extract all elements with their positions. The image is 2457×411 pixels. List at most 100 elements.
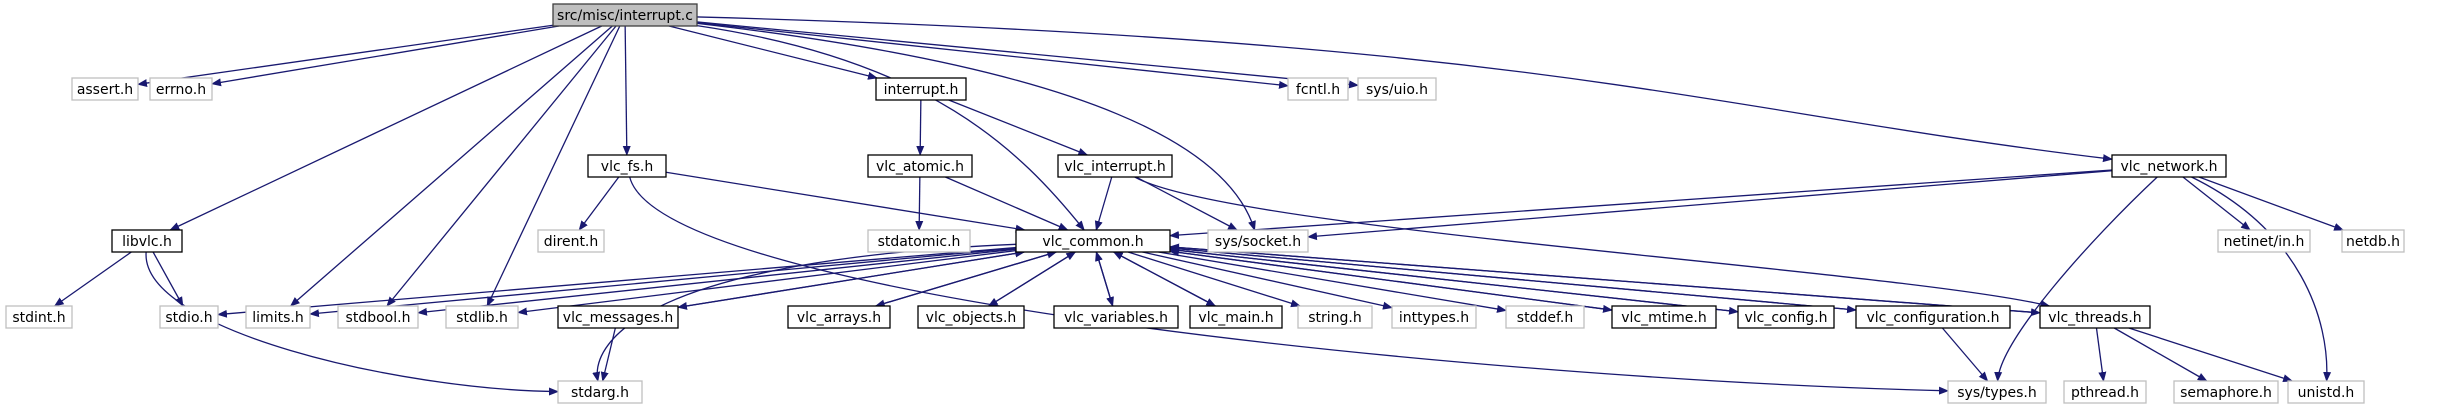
node-label: fcntl.h (1296, 82, 1340, 98)
edge-interrupt-c-to-fcntl-h (696, 22, 1289, 89)
node-stddef-h: stddef.h (1505, 305, 1585, 329)
node-box[interactable] (1057, 154, 1173, 178)
node-errno-h: errno.h (149, 77, 213, 101)
node-label: vlc_configuration.h (1866, 310, 1999, 326)
node-label: string.h (1308, 310, 1362, 326)
node-box[interactable] (917, 305, 1025, 329)
node-vlc-interrupt-h[interactable]: vlc_interrupt.h (1057, 154, 1173, 178)
node-box (159, 305, 219, 329)
node-box[interactable] (1855, 305, 2011, 329)
node-box[interactable] (552, 3, 698, 27)
node-box[interactable] (1611, 305, 1717, 329)
node-interrupt-h[interactable]: interrupt.h (875, 77, 967, 101)
node-label: assert.h (77, 82, 133, 98)
edge-vlc-messages-h-to-vlc-common-h (677, 249, 1026, 309)
node-netinet-in-h: netinet/in.h (2217, 229, 2311, 253)
node-stdatomic-h: stdatomic.h (867, 229, 971, 253)
edge-vlc-common-h-to-stdarg-h (592, 243, 1017, 382)
node-box[interactable] (1053, 305, 1179, 329)
node-label: sys/socket.h (1215, 234, 1301, 250)
node-label: stdbool.h (346, 310, 411, 326)
node-vlc-main-h[interactable]: vlc_main.h (1189, 305, 1283, 329)
node-label: vlc_threads.h (2048, 310, 2141, 326)
node-label: inttypes.h (1399, 310, 1469, 326)
edge-vlc-threads-h-to-pthread-h (2095, 327, 2107, 382)
node-inttypes-h: inttypes.h (1391, 305, 1477, 329)
node-box[interactable] (1189, 305, 1283, 329)
node-label: limits.h (252, 310, 303, 326)
node-vlc-mtime-h[interactable]: vlc_mtime.h (1611, 305, 1717, 329)
node-label: semaphore.h (2180, 385, 2272, 401)
node-netdb-h: netdb.h (2341, 229, 2405, 253)
edges-layer (53, 16, 2345, 396)
node-box (1297, 305, 1373, 329)
edge-vlc-network-h-to-sys-socket-h (1307, 170, 2113, 241)
node-label: vlc_interrupt.h (1064, 159, 1166, 175)
edge-vlc-interrupt-h-to-sys-socket-h (1135, 176, 1238, 231)
node-box[interactable] (1737, 305, 1835, 329)
node-box[interactable] (787, 305, 891, 329)
node-label: vlc_atomic.h (876, 159, 964, 175)
edge-vlc-network-h-to-sys-types-h (1994, 176, 2158, 382)
node-label: stddef.h (1517, 310, 1573, 326)
node-stdio-h: stdio.h (159, 305, 219, 329)
node-box[interactable] (867, 154, 973, 178)
node-box[interactable] (111, 229, 183, 253)
node-dirent-h: dirent.h (537, 229, 605, 253)
node-vlc-objects-h[interactable]: vlc_objects.h (917, 305, 1025, 329)
node-box (71, 77, 139, 101)
node-libvlc-h[interactable]: libvlc.h (111, 229, 183, 253)
node-box[interactable] (2111, 154, 2227, 178)
node-box (1505, 305, 1585, 329)
node-box (2063, 380, 2147, 404)
edge-vlc-atomic-h-to-stdatomic-h (915, 176, 924, 231)
node-vlc-network-h[interactable]: vlc_network.h (2111, 154, 2227, 178)
edge-vlc-configuration-h-to-vlc-common-h (1169, 244, 1857, 311)
edge-vlc-interrupt-h-to-vlc-common-h (1094, 176, 1113, 231)
node-label: dirent.h (544, 234, 599, 250)
node-vlc-threads-h[interactable]: vlc_threads.h (2039, 305, 2151, 329)
edge-vlc-interrupt-h-to-vlc-threads-h (1134, 176, 2051, 308)
edge-libvlc-h-to-stdio-h (152, 251, 184, 307)
edge-interrupt-c-to-libvlc-h (169, 25, 603, 231)
node-label: vlc_fs.h (601, 159, 653, 175)
node-box[interactable] (557, 305, 679, 329)
node-box[interactable] (587, 154, 667, 178)
edge-interrupt-c-to-vlc-network-h (696, 16, 2113, 163)
node-pthread-h: pthread.h (2063, 380, 2147, 404)
node-label: vlc_objects.h (926, 310, 1017, 326)
node-label: libvlc.h (122, 234, 172, 250)
edge-vlc-atomic-h-to-vlc-common-h (945, 176, 1069, 231)
node-vlc-variables-h[interactable]: vlc_variables.h (1053, 305, 1179, 329)
edge-interrupt-h-to-vlc-interrupt-h (948, 99, 1089, 156)
node-string-h: string.h (1297, 305, 1373, 329)
node-vlc-atomic-h[interactable]: vlc_atomic.h (867, 154, 973, 178)
node-box (1357, 77, 1437, 101)
edge-vlc-common-h-to-string-h (1127, 251, 1301, 308)
node-vlc-fs-h[interactable]: vlc_fs.h (587, 154, 667, 178)
node-vlc-config-h[interactable]: vlc_config.h (1737, 305, 1835, 329)
node-box[interactable] (2039, 305, 2151, 329)
node-box[interactable] (875, 77, 967, 101)
node-label: vlc_config.h (1744, 310, 1827, 326)
edge-vlc-main-h-to-vlc-common-h (1112, 251, 1216, 307)
node-label: unistd.h (2298, 385, 2355, 401)
node-vlc-configuration-h[interactable]: vlc_configuration.h (1855, 305, 2011, 329)
edge-interrupt-c-to-sys-uio-h (696, 21, 1359, 89)
edge-vlc-fs-h-to-vlc-common-h (665, 171, 1026, 233)
node-sys-types-h: sys/types.h (1947, 380, 2047, 404)
node-vlc-messages-h[interactable]: vlc_messages.h (557, 305, 679, 329)
node-label: vlc_arrays.h (797, 310, 881, 326)
edge-vlc-messages-h-to-stdarg-h (600, 327, 616, 382)
node-label: stdlib.h (456, 310, 508, 326)
node-vlc-arrays-h[interactable]: vlc_arrays.h (787, 305, 891, 329)
node-label: vlc_variables.h (1064, 310, 1168, 326)
node-label: vlc_main.h (1198, 310, 1273, 326)
node-interrupt-c[interactable]: src/misc/interrupt.c (552, 3, 698, 27)
edge-interrupt-c-to-errno-h (211, 25, 560, 87)
node-label: vlc_messages.h (563, 310, 673, 326)
node-box[interactable] (1015, 229, 1171, 253)
node-box (2173, 380, 2279, 404)
node-vlc-common-h[interactable]: vlc_common.h (1015, 229, 1171, 253)
